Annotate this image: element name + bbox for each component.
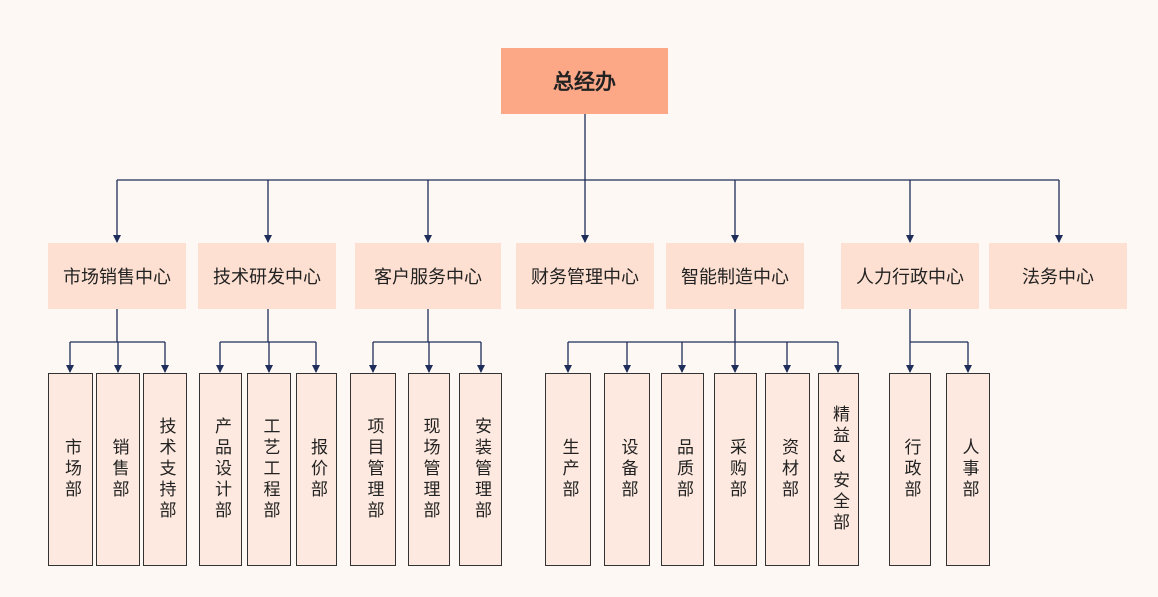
center-label: 客户服务中心 <box>374 267 482 288</box>
dept-node: 资材部 <box>765 373 810 566</box>
dept-label: 采购部 <box>726 438 746 501</box>
dept-label: 生产部 <box>558 438 579 501</box>
dept-label: 市场部 <box>61 438 81 501</box>
dept-node: 市场部 <box>48 373 93 566</box>
dept-label: 工艺工程部 <box>259 417 280 522</box>
dept-node: 人事部 <box>946 373 990 566</box>
center-node-manufacturing: 智能制造中心 <box>666 243 804 309</box>
center-label: 人力行政中心 <box>856 267 964 288</box>
dept-node: 行政部 <box>889 373 931 566</box>
dept-node: 产品设计部 <box>199 373 242 566</box>
dept-node: 设备部 <box>604 373 650 566</box>
dept-label: 精益&安全部 <box>829 405 849 534</box>
dept-label: 技术支持部 <box>155 417 176 522</box>
dept-node: 生产部 <box>545 373 591 566</box>
dept-node: 现场管理部 <box>408 373 450 566</box>
dept-node: 报价部 <box>296 373 337 566</box>
center-node-legal: 法务中心 <box>989 243 1127 309</box>
center-label: 市场销售中心 <box>63 267 171 288</box>
dept-label: 品质部 <box>673 438 693 501</box>
root-node: 总经办 <box>501 48 668 114</box>
center-node-marketing-sales: 市场销售中心 <box>48 243 186 309</box>
dept-label: 安装管理部 <box>471 417 491 522</box>
center-node-rnd: 技术研发中心 <box>198 243 336 309</box>
center-label: 财务管理中心 <box>531 267 639 288</box>
dept-label: 报价部 <box>307 438 327 501</box>
dept-node: 技术支持部 <box>143 373 187 566</box>
dept-label: 产品设计部 <box>211 417 231 522</box>
center-node-hr-admin: 人力行政中心 <box>841 243 979 309</box>
dept-node: 采购部 <box>714 373 757 566</box>
dept-label: 设备部 <box>617 438 638 501</box>
dept-node: 项目管理部 <box>350 373 396 566</box>
dept-label: 现场管理部 <box>419 417 440 522</box>
center-node-finance: 财务管理中心 <box>516 243 654 309</box>
dept-label: 销售部 <box>108 438 129 501</box>
dept-node: 工艺工程部 <box>247 373 291 566</box>
dept-node: 安装管理部 <box>459 373 502 566</box>
root-label: 总经办 <box>553 70 616 94</box>
center-label: 技术研发中心 <box>213 267 321 288</box>
dept-label: 资材部 <box>778 438 798 501</box>
center-node-customer-service: 客户服务中心 <box>355 243 501 309</box>
dept-label: 项目管理部 <box>363 417 384 522</box>
dept-node: 精益&安全部 <box>818 373 859 566</box>
center-label: 法务中心 <box>1022 267 1094 288</box>
dept-label: 人事部 <box>958 438 979 501</box>
dept-label: 行政部 <box>900 438 921 501</box>
center-label: 智能制造中心 <box>681 267 789 288</box>
dept-node: 销售部 <box>96 373 140 566</box>
dept-node: 品质部 <box>661 373 704 566</box>
